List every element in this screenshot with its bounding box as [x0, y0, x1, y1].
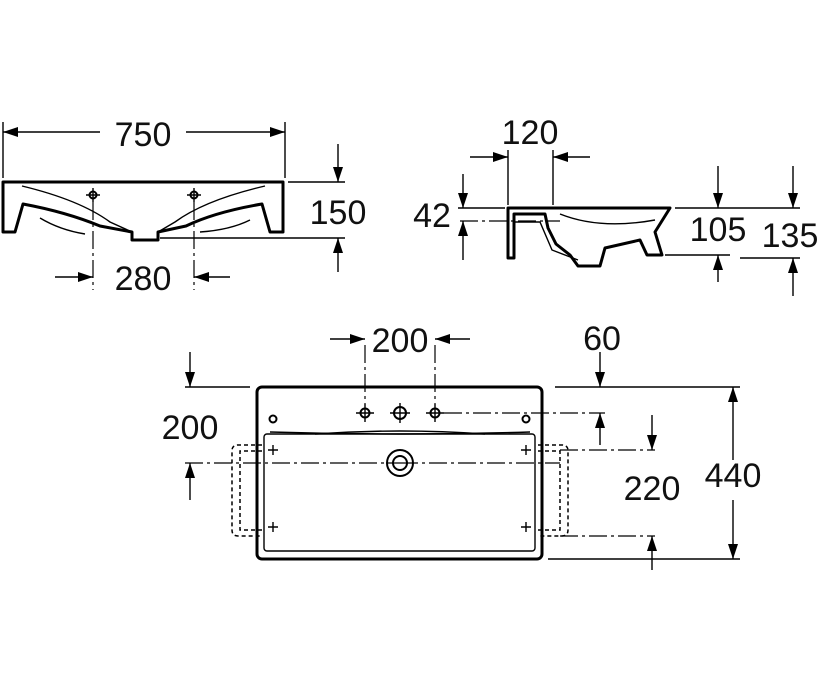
- dim-top-rear-offset: 60: [583, 320, 621, 358]
- dim-top-tap-spacing: 200: [372, 322, 429, 360]
- dim-top-bracket-height: 200: [162, 409, 219, 447]
- front-view-basin-outline: [1, 180, 285, 242]
- top-tap-hole-right-icon: [426, 404, 444, 422]
- side-view-basin-outline: [506, 206, 672, 268]
- front-tap-hole-left-icon: [86, 188, 100, 202]
- top-view: 200 60 200 220 440: [162, 320, 762, 570]
- dim-side-rim: 42: [413, 197, 451, 235]
- top-tap-hole-center-icon: [390, 403, 410, 423]
- drain-icon: [386, 449, 414, 477]
- top-view-basin-outline: [255, 385, 544, 561]
- dim-front-width: 750: [115, 116, 172, 154]
- dim-front-height: 150: [310, 194, 367, 232]
- overflow-hole-left-icon: [268, 414, 278, 424]
- dim-front-tap-spacing: 280: [115, 260, 172, 298]
- overflow-hole-right-icon: [521, 414, 531, 424]
- front-tap-hole-right-icon: [187, 188, 201, 202]
- dim-side-total-height: 135: [762, 217, 819, 255]
- top-tap-hole-left-icon: [356, 404, 374, 422]
- bracket-left: [231, 444, 262, 537]
- side-view: 120 42 105 135: [413, 114, 818, 296]
- fixing-mark-icons: [268, 445, 531, 532]
- dim-top-bracket-spacing: 220: [624, 470, 681, 508]
- dim-side-depth: 120: [502, 114, 559, 152]
- front-view: 750 150 280: [1, 116, 367, 298]
- dim-top-depth: 440: [705, 457, 762, 495]
- dim-side-inner-height: 105: [690, 211, 747, 249]
